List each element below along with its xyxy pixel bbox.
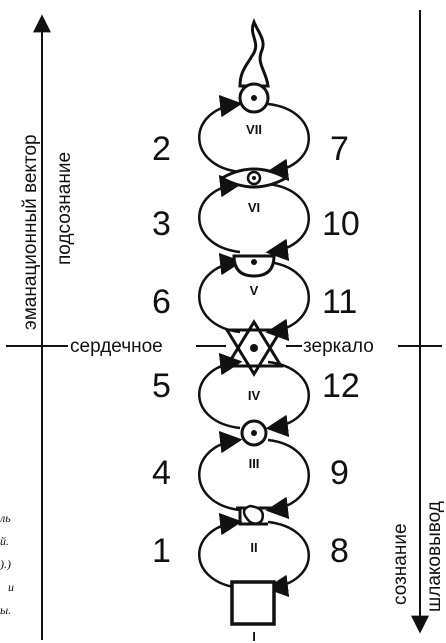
note-fragment: й. <box>0 534 9 548</box>
left-number: 4 <box>152 454 171 492</box>
ascending-arrow <box>198 94 243 174</box>
chakra-numeral-vi: VI <box>248 200 260 215</box>
right-number: 10 <box>322 205 360 243</box>
dot-circle-icon <box>240 419 268 447</box>
right-curved-arrows <box>265 102 310 598</box>
chakra-numeral-i: I <box>252 629 256 643</box>
crown-flame-icon <box>238 18 270 114</box>
left-number: 3 <box>152 205 171 243</box>
note-fragment: ы. <box>0 603 11 617</box>
ascending-arrow <box>198 512 243 590</box>
right-number: 9 <box>330 454 349 492</box>
cropped-note: ль й. ).) и ы. <box>0 511 14 617</box>
note-fragment: и <box>8 580 14 594</box>
descending-arrow <box>265 438 310 520</box>
right-numbers: 7 10 11 12 9 8 <box>322 130 360 570</box>
left-numbers: 2 3 6 5 4 1 <box>152 130 171 570</box>
note-fragment: ).) <box>0 557 11 571</box>
left-axis-label-outer: эманационный вектор <box>20 134 41 330</box>
ascending-arrow <box>198 174 243 254</box>
left-number: 2 <box>152 130 171 168</box>
right-number: 12 <box>322 367 360 405</box>
descending-arrow <box>265 520 310 598</box>
right-number: 11 <box>322 283 357 321</box>
ascending-arrow <box>198 252 243 334</box>
left-curved-arrows <box>198 94 243 590</box>
descending-arrow <box>265 102 310 182</box>
descending-arrow <box>265 260 310 342</box>
right-axis-label-inner: шлаковывод <box>424 501 445 612</box>
half-eye-icon <box>232 254 276 278</box>
hexagram-icon <box>224 319 284 377</box>
chakra-numeral-iv: IV <box>248 388 261 403</box>
left-axis-label-inner: подсознание <box>54 152 75 265</box>
ascending-arrow <box>198 352 243 430</box>
right-axis-label-outer: сознание <box>390 523 411 605</box>
left-number: 6 <box>152 283 171 321</box>
note-fragment: ль <box>0 511 11 525</box>
left-number: 1 <box>152 532 171 570</box>
descending-arrow <box>265 182 310 262</box>
eye-icon <box>218 167 290 189</box>
heart-word-left: сердечное <box>70 336 163 357</box>
left-number: 5 <box>152 367 171 405</box>
square-icon <box>230 580 276 626</box>
descending-arrow <box>265 360 310 438</box>
ascending-arrow <box>198 430 243 512</box>
loop-icon <box>236 504 272 526</box>
chakra-numeral-iii: III <box>249 456 260 471</box>
chakra-numeral-vii: VII <box>246 122 262 137</box>
chakra-numeral-v: V <box>250 283 259 298</box>
chakra-numeral-ii: II <box>250 540 257 555</box>
right-number: 7 <box>330 130 349 168</box>
heart-word-right: зеркало <box>303 336 374 357</box>
right-number: 8 <box>330 532 349 570</box>
